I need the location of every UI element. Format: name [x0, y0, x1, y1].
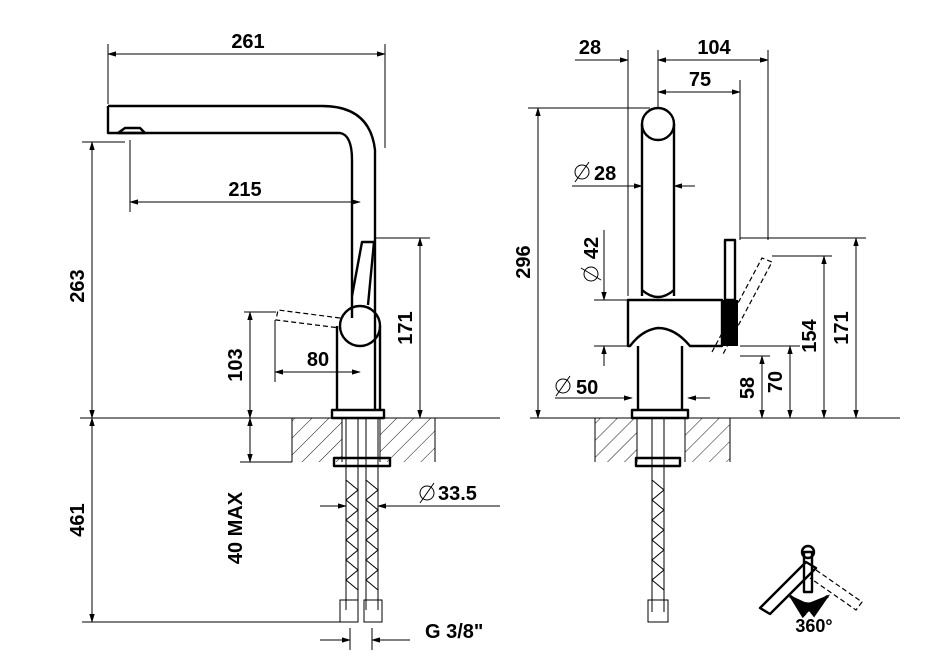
base-plate: [330, 408, 386, 420]
dim-front-28-top: 28: [579, 37, 601, 59]
handle-lever: [723, 238, 737, 302]
dim-front-171: 171: [831, 311, 853, 344]
aerator: [116, 126, 147, 135]
rotate-arrow-icon: [787, 594, 831, 619]
rotation-label: 360°: [795, 616, 832, 636]
handle-side: [722, 300, 738, 346]
lever: [350, 240, 376, 306]
lever-open-dashed: [275, 309, 341, 329]
front-view: 28 104 75 296 28 42 50 171: [513, 37, 900, 623]
counter-hatch-right-a: [595, 418, 637, 462]
side-view: 261 215 263 171 103 80 33.5 40 MAX: [67, 31, 500, 650]
spout-top-circle: [640, 106, 676, 142]
handle-knob: [338, 304, 382, 348]
counter-hatch-left-b: [380, 418, 435, 462]
dim-side-461: 461: [67, 503, 89, 536]
hoses-side: [332, 418, 392, 623]
dim-front-154: 154: [799, 318, 821, 352]
dim-side-263: 263: [67, 269, 89, 302]
counter-hatch-right-b: [685, 418, 730, 462]
body-block: [626, 298, 724, 348]
rotation-icon: 360°: [758, 544, 863, 636]
spout-outline: [106, 104, 377, 410]
handle-open-dashed: [711, 257, 773, 357]
dim-front-75: 75: [689, 69, 711, 91]
dim-side-261: 261: [231, 31, 264, 53]
dim-front-d50: 50: [576, 377, 598, 399]
dim-front-d28: 28: [594, 163, 616, 185]
body-column: [335, 326, 382, 410]
dim-side-103: 103: [225, 348, 247, 381]
dim-side-171: 171: [395, 311, 417, 344]
dim-side-215: 215: [228, 179, 261, 201]
dim-front-296: 296: [513, 245, 535, 278]
dim-side-40max: 40 MAX: [225, 491, 247, 564]
counter-hatch-left-a: [292, 418, 342, 462]
base-plate-front: [630, 408, 690, 420]
dim-side-33-5: 33.5: [438, 483, 477, 505]
diameter-symbol: [419, 485, 435, 501]
dim-front-104: 104: [697, 37, 731, 59]
spout-column: [640, 124, 676, 296]
dim-side-thread: G 3/8": [425, 621, 483, 643]
dim-front-58: 58: [737, 377, 759, 399]
dim-front-70: 70: [765, 371, 787, 393]
dim-side-80: 80: [307, 349, 329, 371]
dim-front-d42: 42: [581, 237, 603, 259]
